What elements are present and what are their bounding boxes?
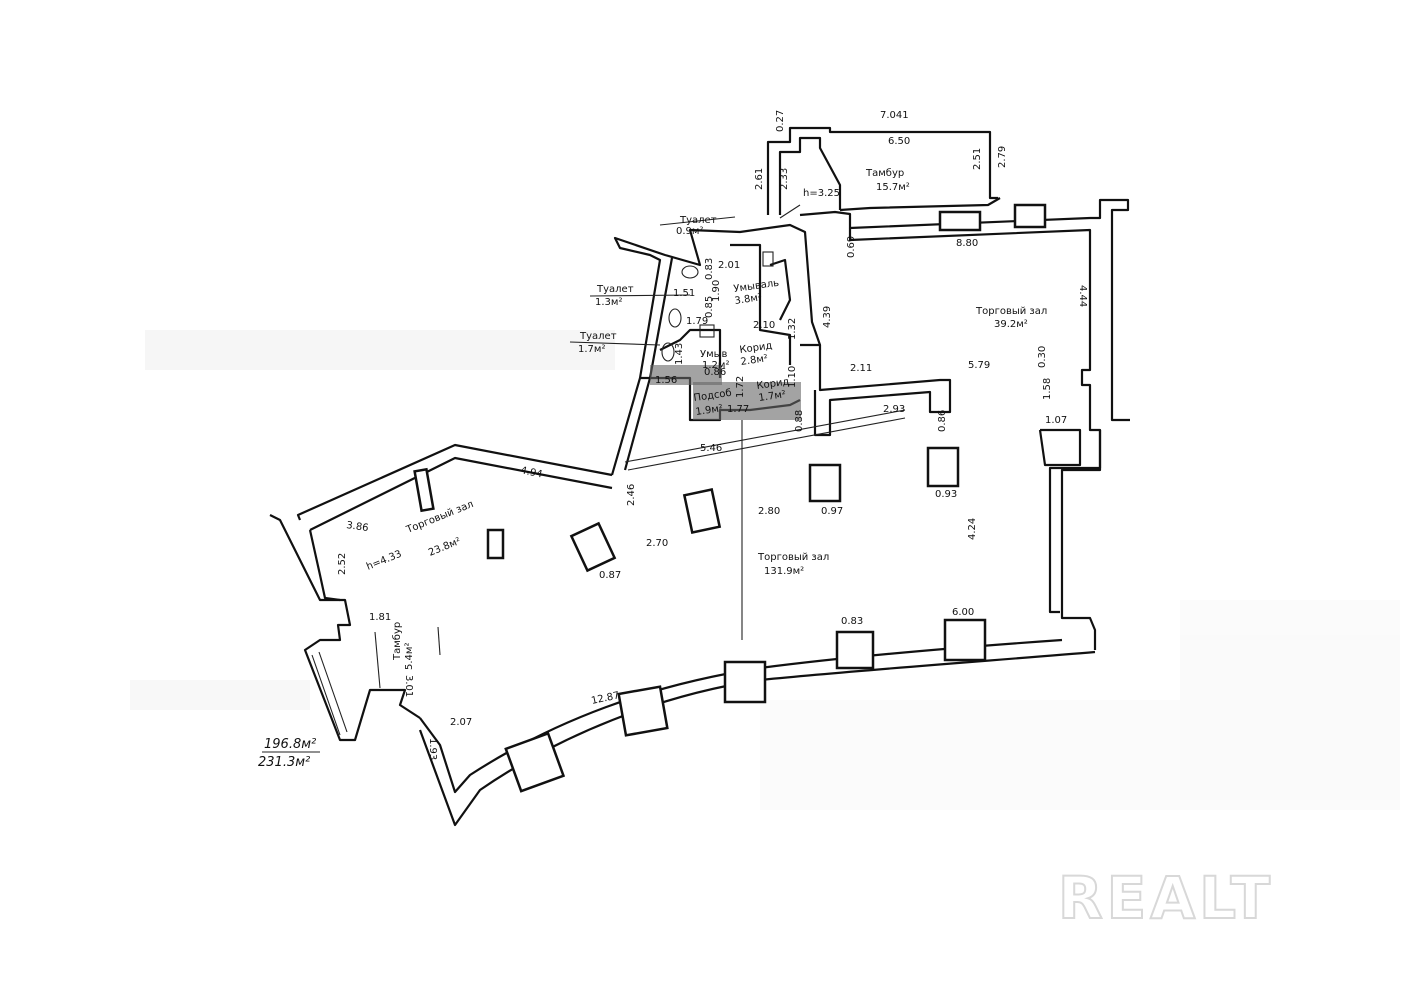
room-tambur-top-area: 15.7м² <box>876 182 910 193</box>
room-corridor-2-area: 1.7м² <box>758 389 787 404</box>
dim: 2.80 <box>758 506 780 517</box>
dim: 2.11 <box>850 363 872 374</box>
dim: 1.90 <box>711 280 722 302</box>
dim: 2.52 <box>337 553 348 575</box>
room-hall-main-name: Торговый зал <box>757 552 829 563</box>
dim: 1.32 <box>787 318 798 340</box>
dim: 2.10 <box>753 320 775 331</box>
dim: 1.43 <box>674 343 685 365</box>
dim: 2.61 <box>754 168 765 190</box>
area-totals: 196.8м² 231.3м² <box>258 737 320 770</box>
room-hall-right-name: Торговый зал <box>975 306 1047 317</box>
dim: 2.33 <box>779 168 790 190</box>
room-tambur-left-area: 5.4м² <box>404 643 415 670</box>
dim: 1.77 <box>727 404 749 415</box>
dim: 0.27 <box>775 110 786 132</box>
dim: 2.07 <box>450 717 472 728</box>
dim: 0.86 <box>937 410 948 432</box>
room-corridor-1-area: 2.8м² <box>740 353 769 368</box>
dim: 7.041 <box>880 110 909 121</box>
room-toilet-1-name: Туалет <box>679 215 717 226</box>
room-wash-small-area: 1.2м² <box>702 360 729 371</box>
dim: 0.30 <box>1037 346 1048 368</box>
dim: 8.80 <box>956 238 978 249</box>
dim: 0.87 <box>599 570 621 581</box>
dim: 6.50 <box>888 136 910 147</box>
room-hall-right-area: 39.2м² <box>994 319 1028 330</box>
dim: 0.88 <box>794 410 805 432</box>
dim: 3.01 <box>403 675 414 697</box>
dim: 6.00 <box>952 607 974 618</box>
hatched-zones <box>650 365 801 420</box>
total-area-full: 231.3м² <box>258 755 310 770</box>
total-area-main: 196.8м² <box>264 737 316 752</box>
dim: 1.79 <box>686 316 708 327</box>
dim: 4.24 <box>967 518 978 540</box>
watermark-logo: REALT <box>1058 864 1274 932</box>
dim: 0.97 <box>821 506 843 517</box>
scan-noise <box>130 330 1400 810</box>
room-utility-name: Подсоб <box>693 388 733 404</box>
dim: 3.86 <box>346 520 370 534</box>
dim: 2.51 <box>972 148 983 170</box>
room-wash-small-name: Умыв <box>700 349 728 360</box>
dim: 1.81 <box>369 612 391 623</box>
columns <box>413 203 1047 793</box>
dim: 1.58 <box>1042 378 1053 400</box>
dim: 2.70 <box>646 538 668 549</box>
thin-lines <box>311 204 906 736</box>
room-utility-area: 1.9м² <box>695 403 724 418</box>
dim: 5.79 <box>968 360 990 371</box>
sanitary-fixtures <box>661 251 774 362</box>
dim: 0.83 <box>841 616 863 627</box>
room-corridor-1-name: Корид <box>739 340 773 355</box>
dim: 2.01 <box>718 260 740 271</box>
dim: 1.07 <box>1045 415 1067 426</box>
room-toilet-3-name: Туалет <box>579 331 617 342</box>
room-toilet-3-area: 1.7м² <box>578 344 605 355</box>
dim: 1.10 <box>787 366 798 388</box>
dim: 4.39 <box>822 306 833 328</box>
exterior-walls <box>269 126 1130 827</box>
room-corridor-2-name: Корид <box>756 376 790 391</box>
dim: 1.72 <box>735 376 746 398</box>
dim: 1.56 <box>655 375 677 386</box>
room-hall-left-name: Торговый зал <box>404 499 475 536</box>
dim: 1.51 <box>673 288 695 299</box>
dim: 0.93 <box>935 489 957 500</box>
dim: 4.94 <box>519 465 543 480</box>
height-label-2: h=4.33 <box>365 549 403 573</box>
dim: 2.79 <box>997 146 1008 168</box>
room-toilet-2-name: Туалет <box>596 284 634 295</box>
dim: 0.85 <box>704 296 715 318</box>
room-toilet-1-area: 0.9м² <box>676 226 703 237</box>
dim: 0.86 <box>704 367 726 378</box>
dim: 5.46 <box>700 443 722 454</box>
room-tambur-top-name: Тамбур <box>865 168 904 179</box>
dim: 2.93 <box>883 404 905 415</box>
dim: 4.44 <box>1077 285 1088 307</box>
dim: 1.93 <box>427 738 438 760</box>
dim: 0.83 <box>704 258 715 280</box>
dimension-labels: 7.041 6.50 0.27 2.61 2.33 2.51 2.79 0.69… <box>337 110 1088 761</box>
room-hall-main-area: 131.9м² <box>764 566 804 577</box>
dim: 2.46 <box>626 484 637 506</box>
height-label-1: h=3.25 <box>803 188 840 199</box>
room-hall-left-area: 23.8м² <box>427 536 462 559</box>
dim: 0.69 <box>846 236 857 258</box>
room-washroom-area: 3.8м² <box>734 292 763 307</box>
room-tambur-left-name: Тамбур <box>392 622 403 661</box>
room-toilet-2-area: 1.3м² <box>595 297 622 308</box>
